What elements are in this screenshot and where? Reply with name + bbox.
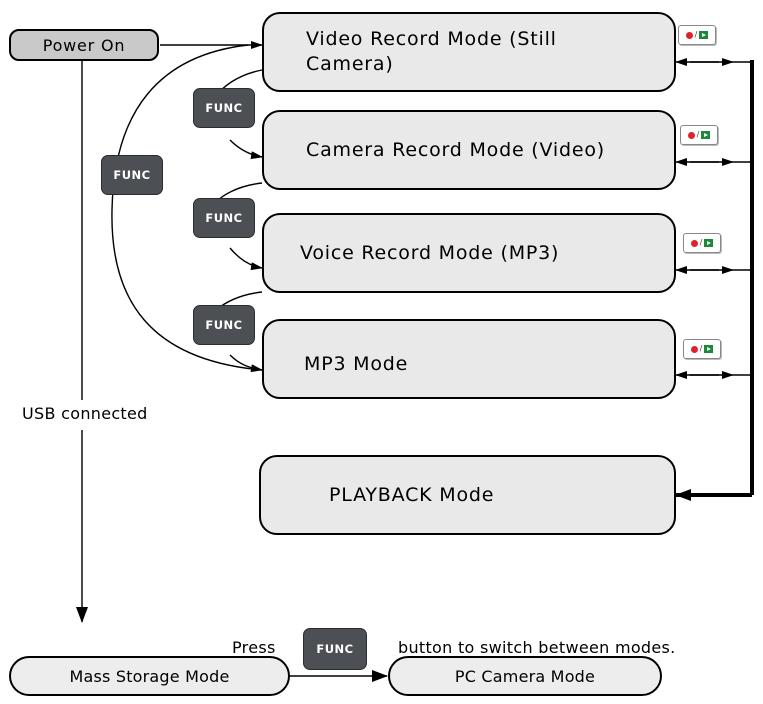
record-play-button-icon: /	[683, 339, 721, 359]
record-dot-icon	[690, 345, 698, 353]
func-button-icon: FUNC	[193, 305, 255, 345]
camera-record-mode-node: Camera Record Mode (Video)	[262, 110, 676, 190]
record-dot-icon	[685, 31, 693, 39]
pc-camera-mode-label: PC Camera Mode	[454, 666, 596, 686]
voice-record-mode-node: Voice Record Mode (MP3)	[262, 213, 676, 293]
record-play-button-icon: /	[678, 25, 716, 45]
play-icon	[704, 239, 714, 247]
record-dot-icon	[690, 239, 698, 247]
power-on-label: Power On	[42, 35, 126, 55]
note-suffix: button to switch between modes.	[398, 638, 676, 657]
play-icon	[699, 31, 709, 39]
playback-mode-node: PLAYBACK Mode	[259, 455, 676, 535]
separator: /	[699, 238, 703, 247]
mass-storage-mode-node: Mass Storage Mode	[9, 656, 290, 696]
separator: /	[694, 30, 698, 39]
play-icon	[701, 131, 711, 139]
record-play-button-icon: /	[680, 125, 718, 145]
mp3-mode-label: MP3 Mode	[304, 353, 409, 375]
playback-mode-label: PLAYBACK Mode	[329, 483, 495, 506]
func-button-icon: FUNC	[303, 628, 367, 670]
power-on-node: Power On	[9, 29, 159, 61]
voice-record-mode-label: Voice Record Mode (MP3)	[300, 241, 560, 264]
video-record-mode-node: Video Record Mode (Still Camera)	[262, 12, 676, 92]
separator: /	[696, 130, 700, 139]
note-prefix: Press	[232, 638, 276, 657]
camera-record-mode-label: Camera Record Mode (Video)	[306, 138, 605, 161]
mass-storage-mode-label: Mass Storage Mode	[69, 666, 230, 686]
video-record-mode-label: Video Record Mode (Still Camera)	[306, 28, 557, 75]
play-icon	[704, 345, 714, 353]
separator: /	[699, 344, 703, 353]
usb-connected-label: USB connected	[20, 404, 150, 423]
record-dot-icon	[687, 131, 695, 139]
func-button-icon: FUNC	[101, 155, 163, 195]
record-play-button-icon: /	[683, 233, 721, 253]
pc-camera-mode-node: PC Camera Mode	[388, 656, 662, 696]
func-button-icon: FUNC	[193, 198, 255, 238]
mp3-mode-node: MP3 Mode	[262, 319, 676, 399]
func-button-icon: FUNC	[193, 88, 255, 128]
